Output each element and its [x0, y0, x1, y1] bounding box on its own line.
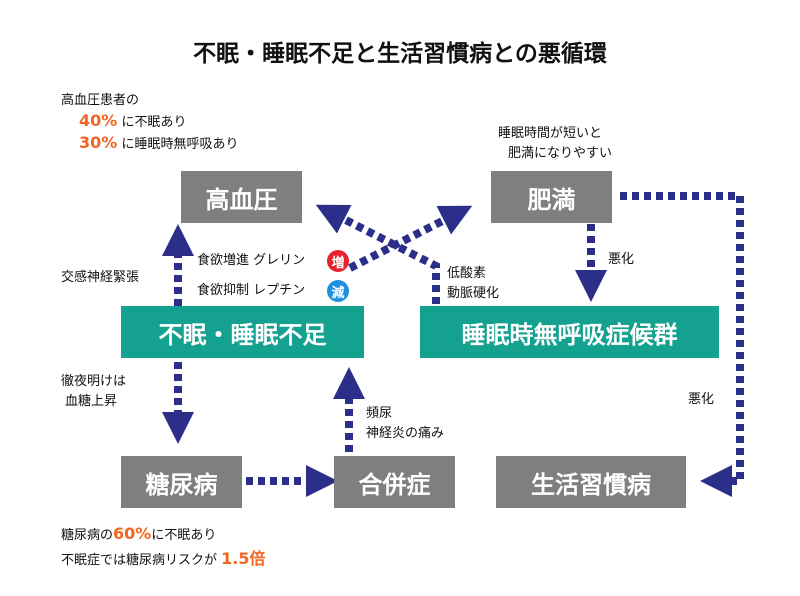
worsen-obesity-label: 悪化 — [608, 252, 635, 267]
highlight-value: 30% — [79, 133, 118, 152]
hypoxia-label: 低酸素 動脈硬化 — [447, 266, 500, 301]
obesity-box: 肥満 — [491, 171, 612, 223]
diabetes-box: 糖尿病 — [121, 456, 242, 508]
highlight-value: 1.5倍 — [221, 549, 266, 568]
insomnia-box: 不眠・睡眠不足 — [121, 306, 364, 358]
sympathetic-label: 交感神経緊張 — [61, 270, 140, 285]
diabetes-note: 糖尿病の60%に不眠あり 不眠症では糖尿病リスクが 1.5倍 — [61, 524, 266, 568]
sleep-apnea-box: 睡眠時無呼吸症候群 — [420, 306, 719, 358]
diagram-title: 不眠・睡眠不足と生活習慣病との悪循環 — [193, 41, 607, 67]
complications-box: 合併症 — [334, 456, 455, 508]
leptin-label: 食欲抑制 レプチン — [197, 283, 306, 298]
arrow-obesity-to-lifestyle — [620, 192, 744, 497]
ghrelin-label: 食欲増進 グレリン — [197, 253, 306, 268]
hypertension-box: 高血圧 — [181, 171, 302, 223]
complication-symptoms-note: 頻尿 神経炎の痛み — [366, 406, 445, 441]
allnight-note: 徹夜明けは 血糖上昇 — [61, 374, 127, 409]
decrease-badge: 減 — [327, 280, 349, 302]
increase-badge: 増 — [327, 250, 349, 272]
highlight-value: 40% — [79, 111, 118, 130]
obesity-note: 睡眠時間が短いと 肥満になりやすい — [498, 126, 613, 161]
arrow-insomnia-to-obesity — [348, 205, 473, 272]
hypertension-note: 高血圧患者の 40% に不眠あり 30% に睡眠時無呼吸あり — [61, 93, 239, 152]
worsen-lifestyle-label: 悪化 — [688, 392, 715, 407]
lifestyle-disease-box: 生活習慣病 — [496, 456, 686, 508]
arrow-apnea-to-hypertension — [315, 204, 440, 304]
highlight-value: 60% — [113, 524, 152, 543]
